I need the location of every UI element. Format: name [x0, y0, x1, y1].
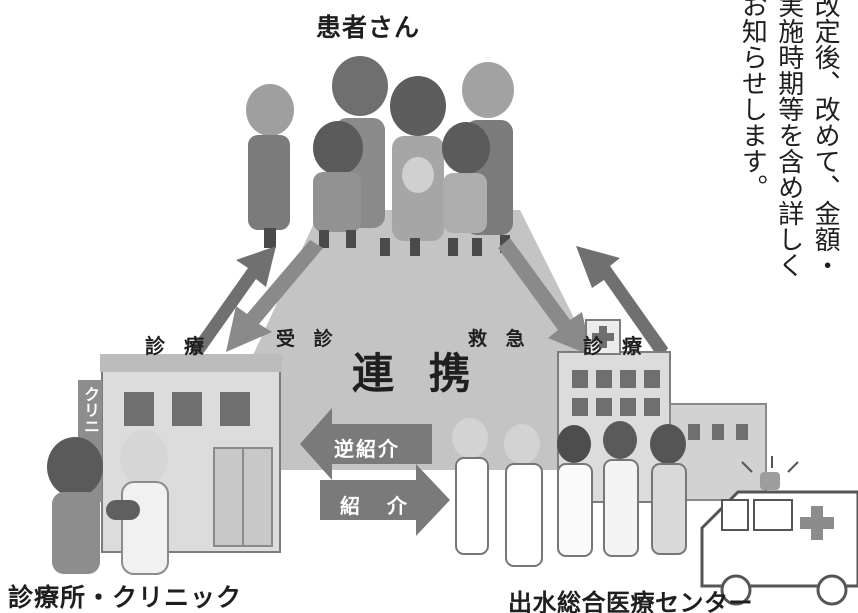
clinic-label: 診療所・クリニック — [8, 583, 243, 612]
collaboration-label: 連 携 — [352, 349, 481, 398]
left-arrow-label: 診 療 — [145, 334, 210, 358]
clinic-building — [78, 354, 282, 553]
hospital-staff-group — [452, 418, 687, 567]
hospital-label: 出水総合医療センター — [508, 589, 753, 613]
right-emergency-arrow — [498, 238, 668, 360]
patients-label: 患者さん — [316, 13, 421, 42]
clinic-doctor-and-patient — [47, 430, 169, 575]
right-arrow-label: 診 療 — [583, 334, 648, 358]
reverse-referral-label: 逆紹介 — [334, 437, 400, 461]
notice-text: 改定後、改めて、金額・実施時期等を含め詳しくお知らせします。 — [737, 0, 841, 278]
left-sub-label: 受 診 — [276, 328, 339, 350]
referral-label: 紹 介 — [340, 494, 417, 518]
clinic-sign-text: クリニ — [81, 386, 100, 434]
left-diagnosis-arrow — [190, 240, 323, 361]
ambulance — [700, 456, 858, 606]
reverse-referral-arrow — [300, 408, 432, 480]
referral-arrow — [320, 464, 450, 536]
patients-illustration — [246, 56, 514, 256]
right-sub-label: 救 急 — [468, 328, 531, 350]
notice-column: 改定後、改めて、金額・実施時期等を含め詳しくお知らせします。 — [734, 0, 852, 302]
connection-triangle — [200, 210, 650, 470]
